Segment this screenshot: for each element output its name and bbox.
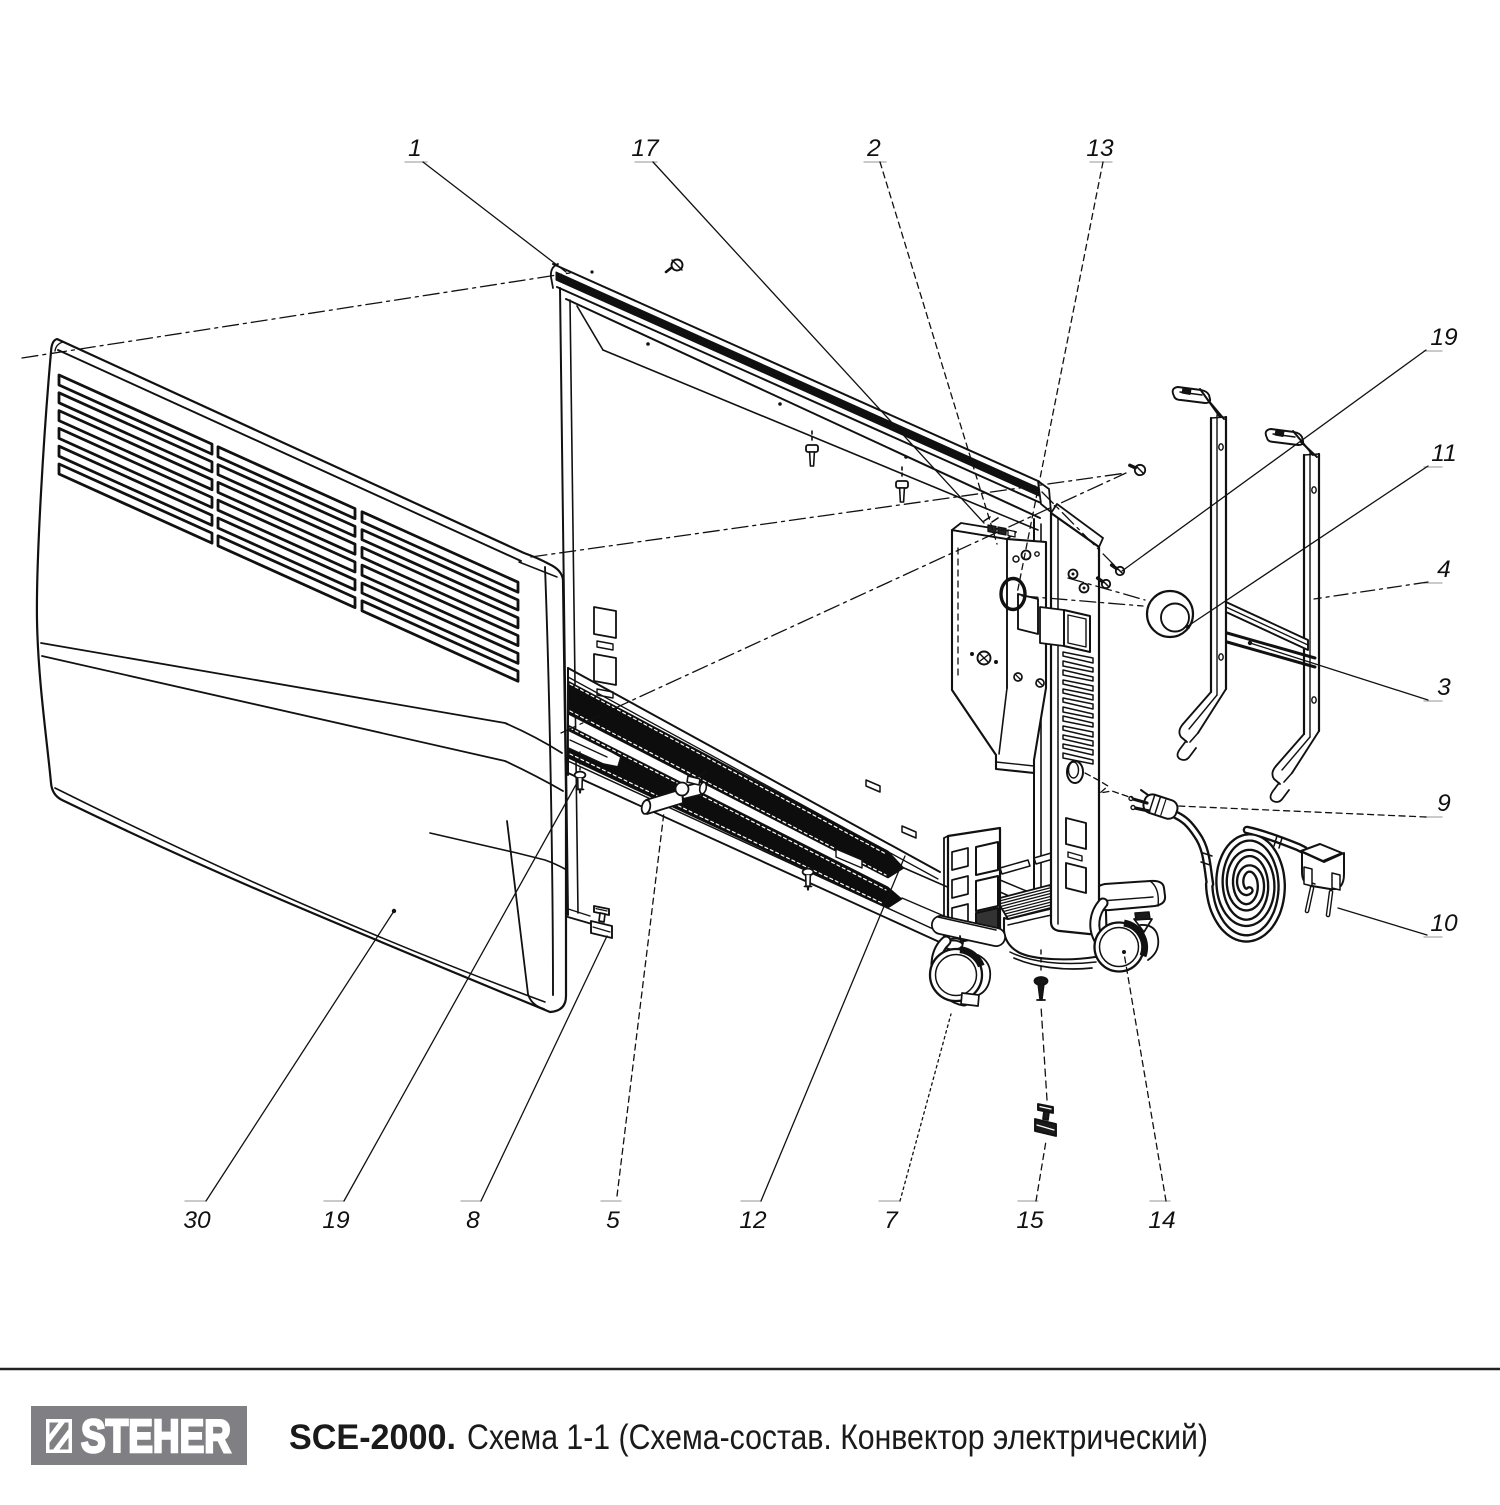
svg-text:13: 13	[1086, 135, 1114, 162]
svg-text:7: 7	[884, 1207, 899, 1234]
svg-text:1: 1	[408, 135, 422, 162]
svg-text:15: 15	[1016, 1207, 1044, 1234]
svg-text:2: 2	[866, 135, 881, 162]
svg-text:9: 9	[1437, 790, 1451, 817]
svg-text:SCE-2000.Схема 1-1 (Схема-сост: SCE-2000.Схема 1-1 (Схема-состав. Конвек…	[289, 1418, 1208, 1457]
svg-text:14: 14	[1148, 1207, 1175, 1234]
svg-text:5: 5	[606, 1207, 620, 1234]
svg-text:10: 10	[1430, 910, 1458, 937]
svg-text:17: 17	[631, 135, 660, 162]
svg-text:12: 12	[739, 1207, 767, 1234]
svg-text:30: 30	[183, 1207, 211, 1234]
svg-text:19: 19	[1430, 324, 1458, 351]
svg-text:4: 4	[1437, 556, 1451, 583]
svg-text:STEHER: STEHER	[81, 1410, 231, 1462]
svg-text:8: 8	[466, 1207, 480, 1234]
svg-text:11: 11	[1431, 440, 1456, 467]
svg-text:19: 19	[322, 1207, 350, 1234]
svg-text:3: 3	[1437, 674, 1451, 701]
